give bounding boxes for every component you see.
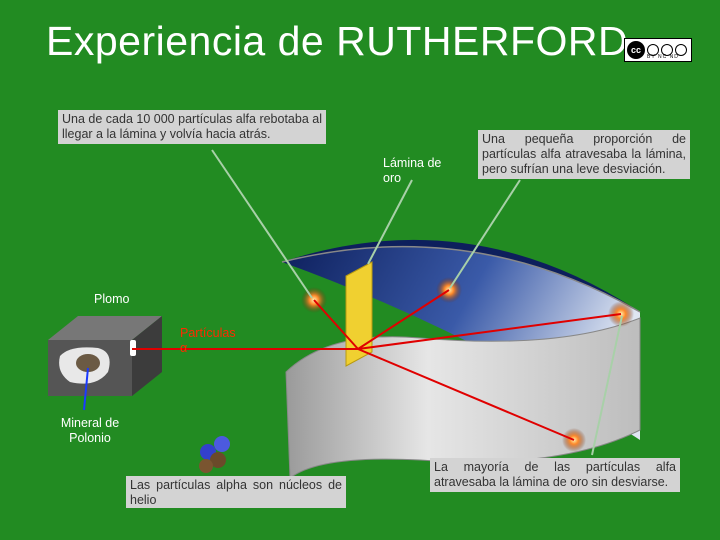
lead-box-top: [48, 316, 162, 340]
license-text: BY NC ND: [647, 54, 679, 60]
screen-front-wall: [285, 317, 641, 479]
pointer-polonium: [83, 367, 89, 411]
pointer-rebound: [211, 149, 313, 299]
pointer-majority: [591, 315, 623, 456]
label-gold-foil: Lámina de oro: [383, 156, 442, 185]
deflected-beam-back: [313, 299, 359, 350]
pointer-deviation: [449, 179, 521, 289]
nc-icon: [661, 44, 673, 56]
license-badge: cc BY NC ND: [624, 38, 692, 62]
helium-neutron: [210, 452, 226, 468]
by-icon: [647, 44, 659, 56]
straight-beam: [357, 348, 575, 441]
screen-top-rim: [281, 245, 641, 313]
label-helium-nuclei: Las partículas alpha son núcleos de heli…: [126, 476, 346, 508]
label-small-deviation: Una pequeña proporción de partículas alf…: [478, 130, 690, 179]
deflected-beam-wide: [357, 313, 622, 350]
label-polonium: Mineral de Polonio: [60, 416, 120, 445]
helium-neutron: [199, 459, 213, 473]
nd-icon: [675, 44, 687, 56]
label-alpha-particles: Partículas α: [180, 326, 236, 355]
pointer-foil: [367, 179, 413, 265]
helium-proton: [214, 436, 230, 452]
deflected-beam-slight: [357, 289, 450, 350]
label-rebound: Una de cada 10 000 partículas alfa rebot…: [58, 110, 326, 144]
polonium-sample: [76, 354, 100, 372]
label-majority: La mayoría de las partículas alfa atrave…: [430, 458, 680, 492]
label-lead: Plomo: [94, 292, 130, 306]
lead-box-side: [132, 316, 162, 396]
page-title: Experiencia de RUTHERFORD: [46, 18, 629, 64]
cc-icon: cc: [627, 41, 645, 59]
